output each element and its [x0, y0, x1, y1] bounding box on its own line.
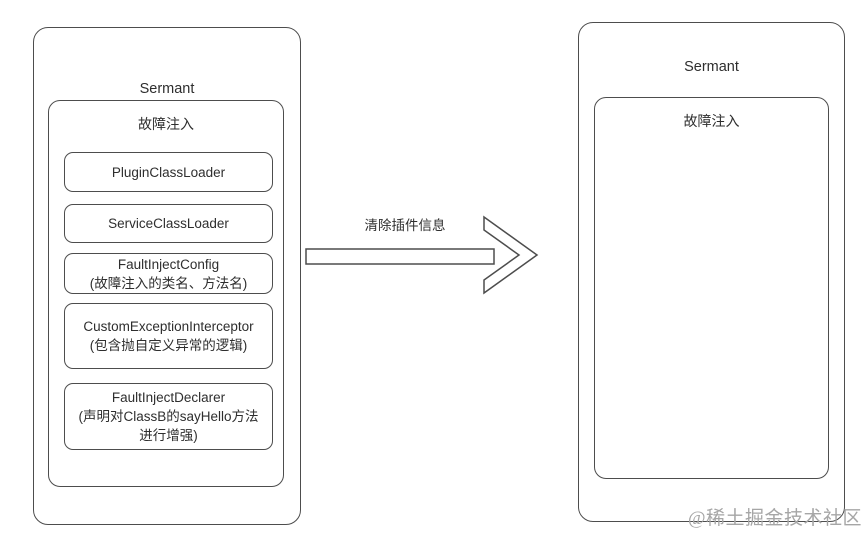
right-sermant-title: Sermant — [684, 59, 739, 75]
node-fault-inject-declarer: FaultInjectDeclarer (声明对ClassB的sayHello方… — [64, 383, 273, 450]
watermark: @稀土掘金技术社区 — [688, 508, 862, 529]
node-plugin-class-loader: PluginClassLoader — [64, 152, 273, 192]
right-fault-injection-group: 故障注入 — [594, 97, 829, 479]
node-sublabel: 进行增强) — [139, 428, 198, 443]
node-label: PluginClassLoader — [111, 164, 226, 180]
node-label: FaultInjectDeclarer — [111, 390, 226, 405]
node-label: ServiceClassLoader — [108, 216, 229, 231]
node-service-class-loader: ServiceClassLoader — [64, 204, 273, 243]
arrow-label: 清除插件信息 — [364, 218, 446, 233]
node-sublabel: (故障注入的类名、方法名) — [89, 275, 248, 291]
node-sublabel: (声明对ClassB的sayHello方法 — [78, 409, 259, 424]
node-custom-exception-interceptor: CustomExceptionInterceptor (包含抛自定义异常的逻辑) — [64, 303, 273, 369]
node-fault-inject-config: FaultInjectConfig (故障注入的类名、方法名) — [64, 253, 273, 294]
left-sermant-title: Sermant — [139, 81, 195, 97]
right-fault-injection-title: 故障注入 — [683, 113, 740, 129]
left-fault-injection-title: 故障注入 — [138, 116, 194, 132]
node-label: FaultInjectConfig — [117, 256, 220, 272]
node-label: CustomExceptionInterceptor — [83, 319, 254, 334]
right-arrow-icon — [305, 215, 539, 295]
node-sublabel: (包含抛自定义异常的逻辑) — [89, 338, 248, 353]
